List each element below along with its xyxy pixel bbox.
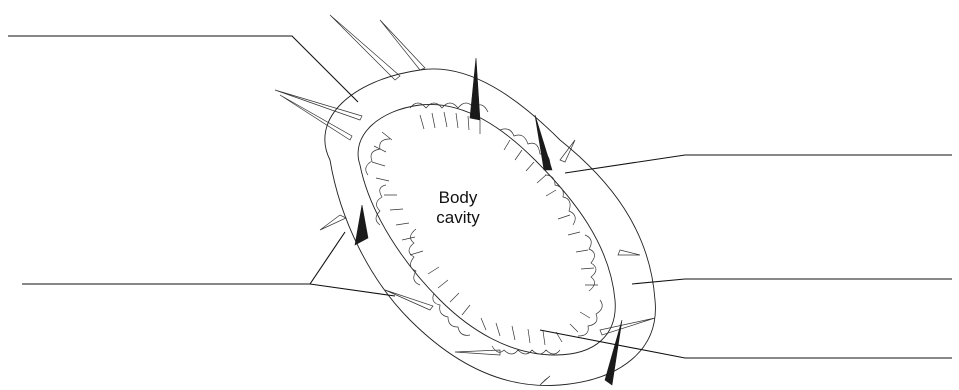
center-label-line1: Body bbox=[439, 188, 478, 207]
leader-right-upper bbox=[565, 155, 952, 173]
center-label-line2: cavity bbox=[436, 208, 480, 227]
leader-top-left bbox=[8, 36, 358, 102]
leader-bottom-left bbox=[22, 232, 345, 284]
body-wall bbox=[325, 69, 656, 386]
leader-right-middle bbox=[632, 279, 952, 284]
